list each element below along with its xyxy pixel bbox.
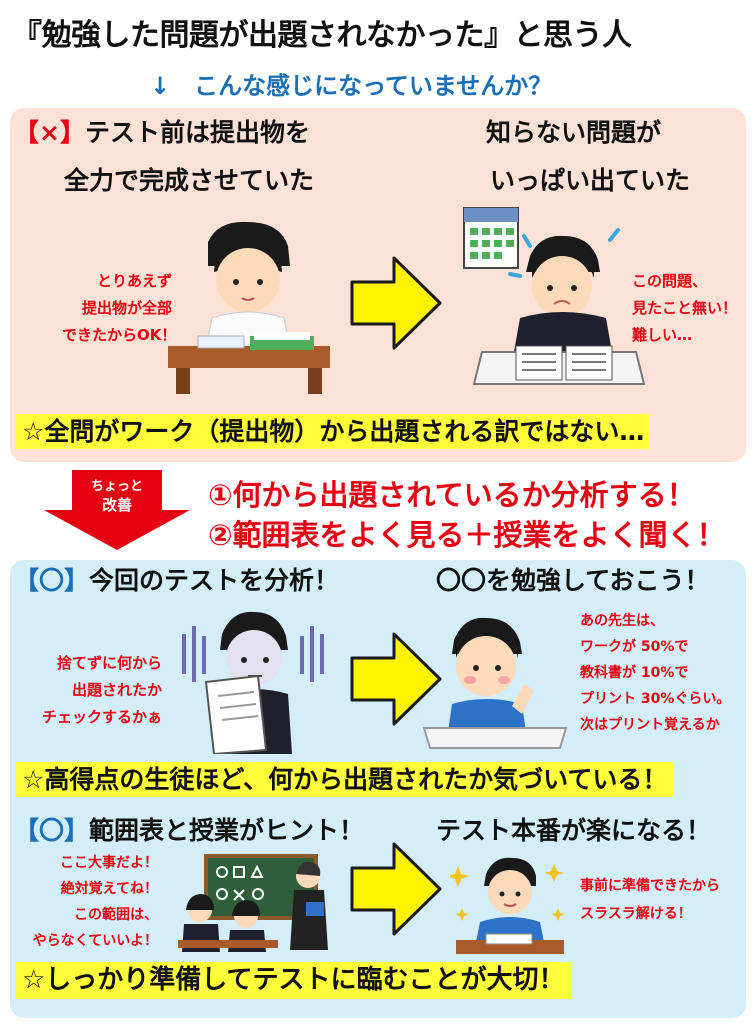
right-arrow-icon bbox=[350, 256, 442, 350]
page-title: 『勉強した問題が出題されなかった』と思う人 bbox=[12, 18, 632, 53]
bad-highlight: ☆全問がワーク（提出物）から出題される訳ではない… bbox=[16, 414, 651, 450]
classroom-lesson-illustration bbox=[178, 854, 328, 952]
bad-heading-left-2: 全力で完成させていた bbox=[64, 166, 315, 195]
improve-point-2: ②範囲表をよく見る＋授業をよく聞く！ bbox=[208, 518, 726, 552]
good-row1-speech-left: 捨てずに何から 出題されたか チェックするかぁ bbox=[41, 654, 162, 726]
good-row2-speech-left: ここ大事だよ！ 絶対覚えてね！ この範囲は、 やらなくていいよ！ bbox=[32, 855, 158, 949]
improve-point-1: ①何から出題されているか分析する！ bbox=[208, 478, 696, 512]
bad-heading-right-1: 知らない問題が bbox=[486, 118, 662, 147]
good-row1-heading-right: 〇〇を勉強しておこう！ bbox=[436, 566, 710, 595]
good-row1-speech-right: あの先生は、 ワークが 50%で 教科書が 10%で プリント 30%ぐらい。 … bbox=[580, 613, 731, 733]
circle-mark: 【〇】 bbox=[14, 566, 90, 595]
good-row2-heading-right: テスト本番が楽になる！ bbox=[436, 816, 712, 845]
down-arrow-icon bbox=[44, 470, 190, 550]
student-doing-homework-illustration bbox=[168, 221, 330, 394]
good-row1-heading-left: 【〇】今回のテストを分析！ bbox=[14, 566, 340, 595]
right-arrow-icon bbox=[350, 632, 442, 726]
bad-speech-right: この問題、 見たこと無い！ 難しい… bbox=[632, 272, 738, 344]
bad-heading-right-2: いっぱい出ていた bbox=[490, 166, 691, 195]
right-arrow-icon bbox=[350, 842, 442, 936]
good-row2-speech-right: 事前に準備できたから スラスラ解ける！ bbox=[580, 878, 720, 922]
good-row2-heading-left: 【〇】範囲表と授業がヒント！ bbox=[14, 816, 365, 845]
bad-speech-left: とりあえず 提出物が全部 できたからOK！ bbox=[62, 272, 177, 344]
confident-student-illustration bbox=[450, 857, 565, 954]
improve-arrow-label: ちょっと 改善 bbox=[90, 479, 143, 514]
student-reviewing-test-illustration bbox=[182, 611, 324, 754]
subtitle: ↓ こんな感じになっていませんか？ bbox=[150, 72, 553, 100]
worried-student-test-illustration bbox=[463, 207, 646, 385]
bad-heading-left-1: 【×】テスト前は提出物を bbox=[14, 118, 310, 147]
good-row1-highlight: ☆高得点の生徒ほど、何から出題されたか気づいている！ bbox=[16, 762, 674, 798]
thinking-student-illustration bbox=[422, 617, 568, 749]
good-row2-highlight: ☆しっかり準備してテストに臨むことが大切！ bbox=[16, 962, 571, 999]
circle-mark: 【〇】 bbox=[14, 816, 90, 845]
cross-mark: 【×】 bbox=[14, 118, 85, 147]
